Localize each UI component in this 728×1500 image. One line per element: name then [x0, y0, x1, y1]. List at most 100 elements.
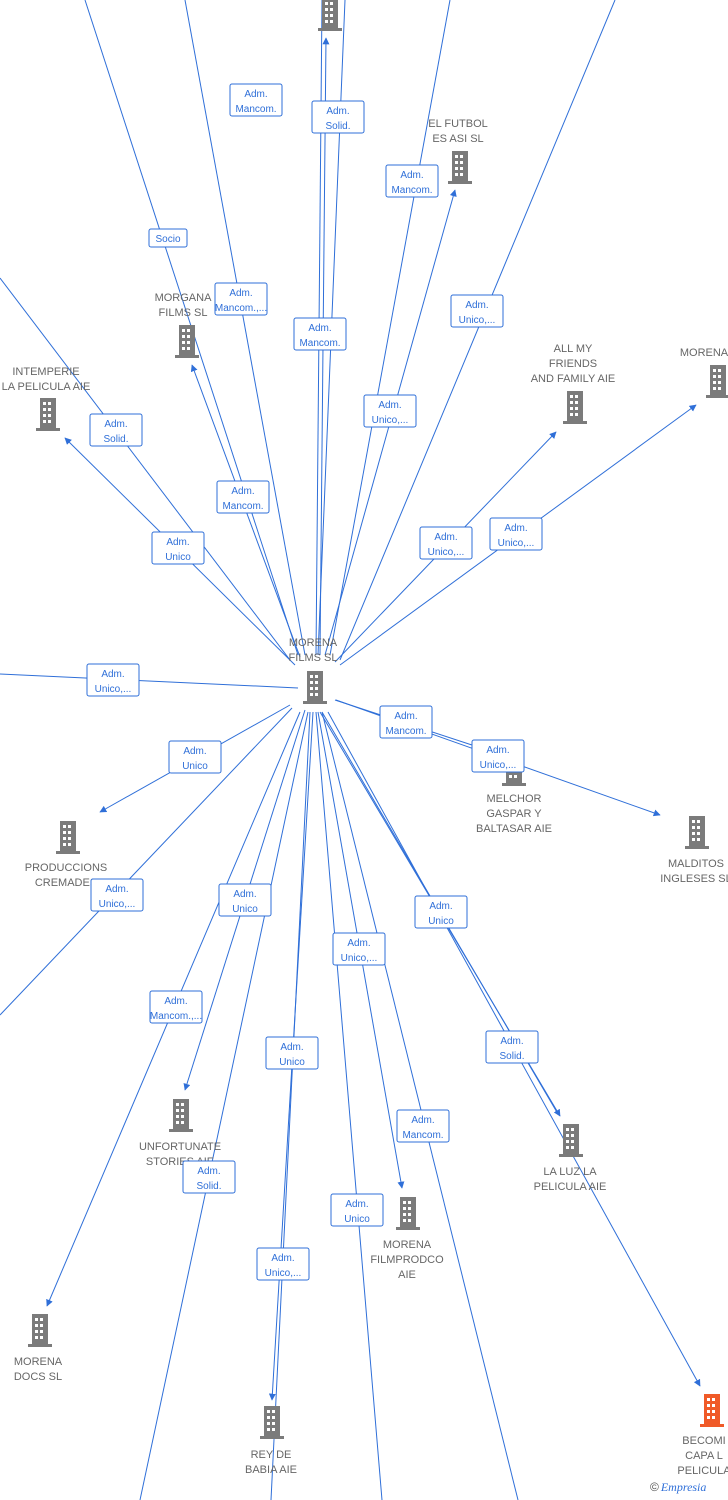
- edge-label-text: Unico,...: [341, 953, 378, 964]
- edge-label-21[interactable]: Adm.Mancom.,...: [149, 990, 203, 1024]
- edge-label-2[interactable]: Adm. Mancom.: [385, 164, 439, 198]
- edge-label-text: Unico: [279, 1057, 305, 1068]
- node-label: LA LUZ LA: [543, 1166, 597, 1178]
- edge-label-16[interactable]: Adm.Unico: [168, 740, 222, 774]
- edge-label-text: Adm.: [229, 288, 252, 299]
- edge-label-text: Adm.: [504, 523, 527, 534]
- edge-label-12[interactable]: Adm. Unico,...: [489, 517, 543, 551]
- edge-label-text: Adm.: [394, 711, 417, 722]
- edge-label-text: Mancom.: [402, 1130, 443, 1141]
- node-morena-right[interactable]: MORENA: [680, 347, 728, 398]
- edge-26: [315, 711, 383, 1500]
- edge-label-text: Unico,...: [428, 547, 465, 558]
- edge-label-text: Adm.: [271, 1253, 294, 1264]
- edge-label-3[interactable]: Socio: [148, 228, 188, 248]
- building-icon: [175, 325, 199, 358]
- edge-label-text: Solid.: [103, 434, 128, 445]
- edge-label-0[interactable]: Adm.Mancom.: [229, 83, 283, 117]
- edge-17: [0, 707, 293, 1016]
- edge-label-4[interactable]: Adm.Mancom.,...: [214, 282, 268, 316]
- edge-label-7[interactable]: Adm.Solid.: [89, 413, 143, 447]
- building-icon: [706, 365, 728, 398]
- building-icon: [396, 1197, 420, 1230]
- edge-label-text: Adm.: [280, 1042, 303, 1053]
- edge-label-14[interactable]: Adm.Mancom.: [379, 705, 433, 739]
- edge-24: [321, 711, 519, 1500]
- edge-label-24[interactable]: Adm.Mancom.: [396, 1109, 450, 1143]
- edge-label-text: Adm.: [164, 996, 187, 1007]
- edge-label-10[interactable]: Adm.Unico: [151, 531, 205, 565]
- node-all-my-friends-and-family-aie[interactable]: ALL MY FRIENDS AND FAMILY AIE: [531, 343, 616, 424]
- edge-label-text: Unico,...: [265, 1268, 302, 1279]
- node-label: LA PELICULA AIE: [2, 381, 91, 393]
- edge-label-22[interactable]: Adm. Unico: [265, 1036, 319, 1070]
- edge-label-8[interactable]: Adm.Unico,...: [363, 394, 417, 428]
- node-label: ALL MY: [554, 343, 593, 355]
- edge-label-19[interactable]: Adm.Unico: [414, 895, 468, 929]
- node-label: ES ASI SL: [432, 133, 483, 145]
- edges-layer: [0, 0, 701, 1500]
- building-icon: [36, 398, 60, 431]
- edge-label-text: Adm.: [400, 170, 423, 181]
- building-icon: [559, 1124, 583, 1157]
- edge-label-15[interactable]: Adm.Unico,...: [471, 739, 525, 773]
- edge-label-text: Unico,...: [459, 315, 496, 326]
- edge-label-text: Mancom.: [391, 185, 432, 196]
- edge-25: [139, 711, 309, 1500]
- edge-label-27[interactable]: Adm. Unico,...: [256, 1247, 310, 1281]
- edge-label-text: Adm.: [231, 486, 254, 497]
- edge-label-text: Adm.: [500, 1036, 523, 1047]
- edge-label-25[interactable]: Adm. Solid.: [182, 1160, 236, 1194]
- edge-label-text: Solid.: [325, 121, 350, 132]
- edge-label-text: Adm.: [378, 400, 401, 411]
- node-label: MORGANA: [155, 292, 213, 304]
- edge-labels-layer: Adm.Mancom.Adm.Solid.Adm.Mancom.SocioAdm…: [86, 83, 543, 1281]
- edge-label-text: Solid.: [196, 1181, 221, 1192]
- node-label: UNFORTUNATE: [139, 1141, 221, 1153]
- edge-7: [0, 277, 291, 661]
- edge-label-9[interactable]: Adm. Mancom.: [216, 480, 270, 514]
- edge-label-26[interactable]: Adm.Unico: [330, 1193, 384, 1227]
- node-morgana-films-sl[interactable]: MORGANA FILMS SL: [155, 292, 213, 358]
- edge-label-text: Solid.: [499, 1051, 524, 1062]
- edge-label-text: Unico,...: [480, 760, 517, 771]
- edge-label-1[interactable]: Adm.Solid.: [311, 100, 365, 134]
- edge-label-text: Unico,...: [95, 684, 132, 695]
- copyright-symbol: ©: [650, 1480, 659, 1494]
- node-label: FRIENDS: [549, 358, 597, 370]
- edge-label-text: Adm.: [197, 1166, 220, 1177]
- node-label: MELCHOR: [486, 793, 541, 805]
- edge-label-17[interactable]: Adm.Unico,...: [90, 878, 144, 912]
- edge-label-6[interactable]: Adm.Mancom.: [293, 317, 347, 351]
- edge-label-23[interactable]: Adm. Solid.: [485, 1030, 539, 1064]
- node-label: BABIA AIE: [245, 1464, 297, 1476]
- edge-label-text: Adm.: [434, 532, 457, 543]
- edge-label-13[interactable]: Adm.Unico,...: [86, 663, 140, 697]
- node-label: FILMS SL: [159, 307, 208, 319]
- node-label: MORENA: [14, 1356, 63, 1368]
- edge-label-18[interactable]: Adm.Unico: [218, 883, 272, 917]
- edge-label-text: Adm.: [465, 300, 488, 311]
- edge-label-20[interactable]: Adm.Unico,...: [332, 932, 386, 966]
- edge-label-text: Adm.: [429, 901, 452, 912]
- edge-label-11[interactable]: Adm. Unico,...: [419, 526, 473, 560]
- edge-label-text: Unico: [232, 904, 258, 915]
- node-label: AND FAMILY AIE: [531, 373, 616, 385]
- edge-label-text: Unico,...: [498, 538, 535, 549]
- edge-label-5[interactable]: Adm. Unico,...: [450, 294, 504, 328]
- edge-label-text: Adm.: [345, 1199, 368, 1210]
- edge-label-text: Mancom.: [222, 501, 263, 512]
